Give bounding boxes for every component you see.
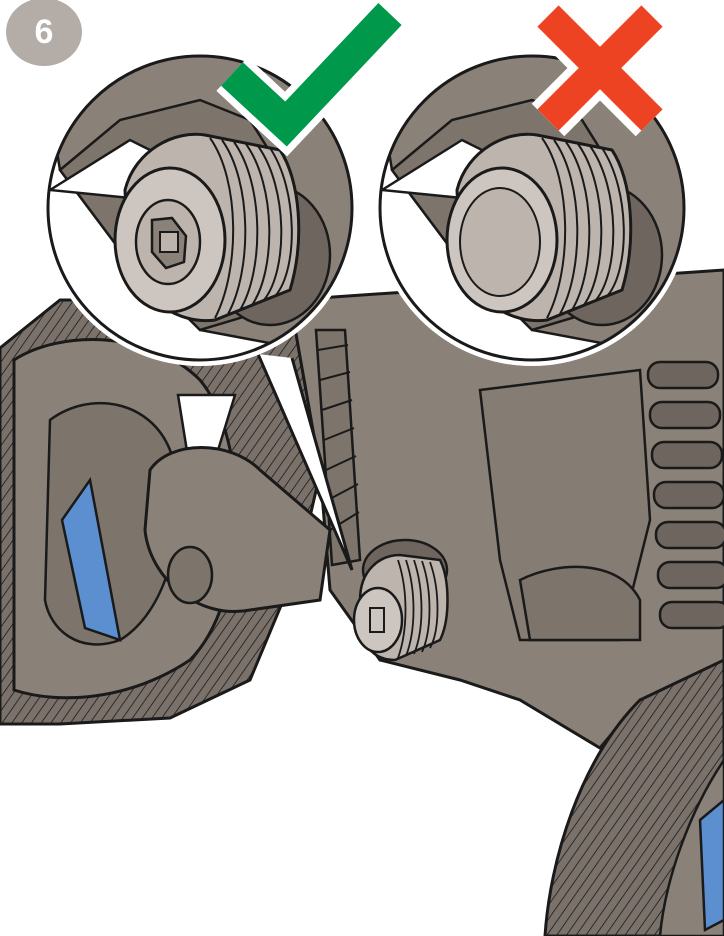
machine-body <box>0 268 724 936</box>
cross-mark-icon <box>531 0 669 137</box>
step-number-badge: 6 <box>6 0 82 66</box>
callout-pointer <box>256 353 354 571</box>
detail-incorrect <box>374 50 690 366</box>
check-mark-icon <box>216 0 407 157</box>
installed-cap <box>352 538 449 662</box>
vent-slots <box>646 360 724 630</box>
step-number: 6 <box>34 12 54 51</box>
chassis-recess <box>518 565 642 642</box>
detail-correct <box>42 50 358 366</box>
axle-hub <box>166 545 214 605</box>
left-wheel-blue-insert <box>60 476 122 642</box>
right-wheel-blue-insert <box>698 798 724 933</box>
